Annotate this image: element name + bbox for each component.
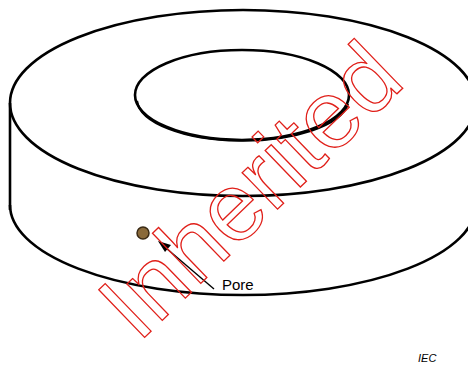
publisher-mark: IEC — [418, 352, 436, 364]
ring-side — [9, 103, 12, 210]
part-label: Pore — [222, 276, 254, 293]
watermark: Inherited — [77, 21, 422, 360]
